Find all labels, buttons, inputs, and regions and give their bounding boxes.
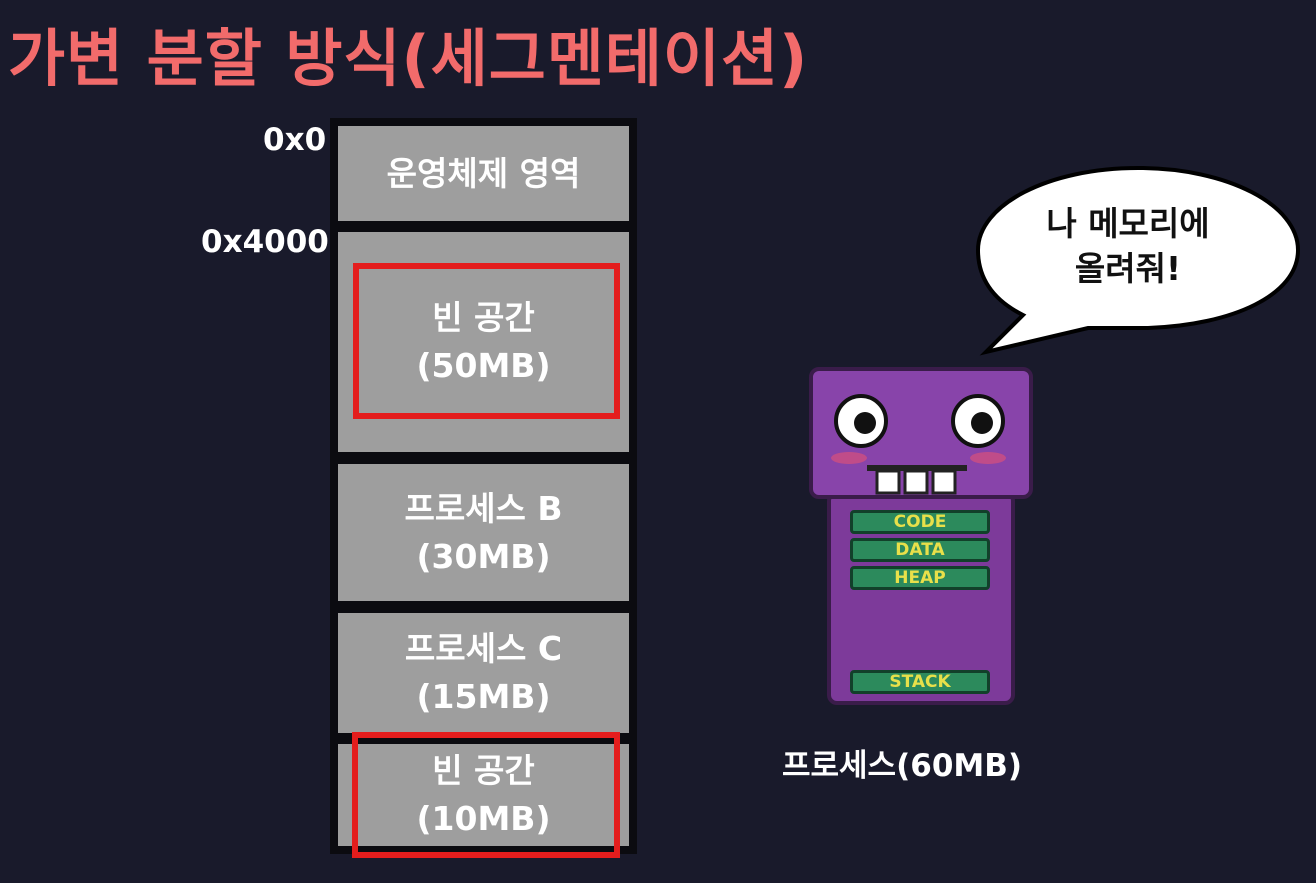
address-label-os-end: 0x4000: [201, 224, 329, 260]
segment-stack: STACK: [850, 670, 990, 694]
speech-bubble: 나 메모리에 올려줘!: [968, 160, 1306, 360]
segment-code: CODE: [850, 510, 990, 534]
memory-block-label: 프로세스 B (30MB): [404, 485, 562, 581]
process-label: 프로세스(60MB): [782, 740, 1022, 785]
highlight-box-free-10: [352, 732, 620, 858]
tooth-icon: [905, 471, 927, 493]
segment-data: DATA: [850, 538, 990, 562]
memory-block-label: 운영체제 영역: [387, 150, 581, 198]
segment-heap: HEAP: [850, 566, 990, 590]
address-label-start: 0x0: [263, 122, 326, 158]
tooth-icon: [933, 471, 955, 493]
highlight-box-free-50: [353, 263, 620, 419]
memory-block-label: 프로세스 C (15MB): [405, 625, 562, 721]
memory-block-process-c: 프로세스 C (15MB): [338, 613, 629, 733]
memory-block-process-b: 프로세스 B (30MB): [338, 464, 629, 601]
right-blush-icon: [970, 452, 1006, 464]
tooth-icon: [877, 471, 899, 493]
left-blush-icon: [831, 452, 867, 464]
memory-block-os: 운영체제 영역: [338, 126, 629, 221]
page-title: 가변 분할 방식(세그멘테이션): [8, 8, 808, 98]
speech-bubble-text: 나 메모리에 올려줘!: [968, 202, 1288, 291]
